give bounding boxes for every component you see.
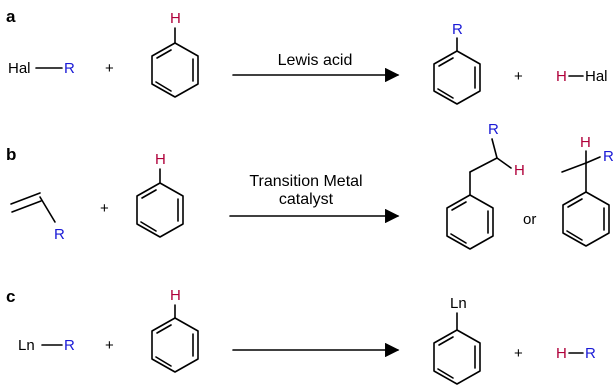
alkene-structure — [10, 192, 56, 223]
plus-sign: + — [105, 60, 114, 77]
panel-c: c Ln R + H Ln + H R — [6, 287, 596, 385]
r-group-text: R — [64, 337, 75, 354]
panel-a-label: a — [6, 7, 16, 26]
byproduct-r-text: R — [585, 345, 596, 362]
plus-sign: + — [514, 68, 523, 85]
hydrogen-text: H — [170, 287, 181, 304]
byproduct-h-text: H — [556, 345, 567, 362]
plus-sign: + — [514, 345, 523, 362]
ln-text: Ln — [18, 337, 35, 354]
byproduct-h-text: H — [556, 68, 567, 85]
byproduct-hal-text: Hal — [585, 68, 608, 85]
product-ln-text: Ln — [450, 295, 467, 312]
product-benzene-ring — [433, 312, 481, 385]
product2-h-text: H — [580, 134, 591, 151]
benzene-ring — [136, 168, 184, 238]
plus-sign: + — [105, 337, 114, 354]
panel-b-label: b — [6, 145, 16, 164]
or-text: or — [523, 211, 536, 228]
product-r-text: R — [452, 21, 463, 38]
plus-sign: + — [100, 200, 109, 217]
hydrogen-text: H — [155, 151, 166, 168]
branched-product-structure — [561, 150, 610, 247]
panel-c-label: c — [6, 287, 15, 306]
arrow-condition-text: Lewis acid — [278, 52, 353, 69]
product1-h-text: H — [514, 162, 525, 179]
arrow-condition-text-line1: Transition Metal — [249, 173, 362, 190]
arrow-condition-text-line2: catalyst — [279, 191, 334, 208]
product1-r-text: R — [488, 121, 499, 138]
hydrogen-text: H — [170, 10, 181, 27]
linear-product-structure — [446, 138, 512, 250]
panel-a: a Hal R + H Lewis acid R + H — [6, 7, 608, 105]
benzene-ring — [151, 304, 199, 373]
r-group-text: R — [64, 60, 75, 77]
benzene-ring — [151, 27, 199, 98]
panel-b: b R + H Transition Metal catalyst R H — [6, 121, 613, 250]
hal-text: Hal — [8, 60, 31, 77]
alkene-r-text: R — [54, 226, 65, 243]
product-benzene-ring — [433, 37, 481, 105]
product2-r-text: R — [603, 148, 613, 165]
